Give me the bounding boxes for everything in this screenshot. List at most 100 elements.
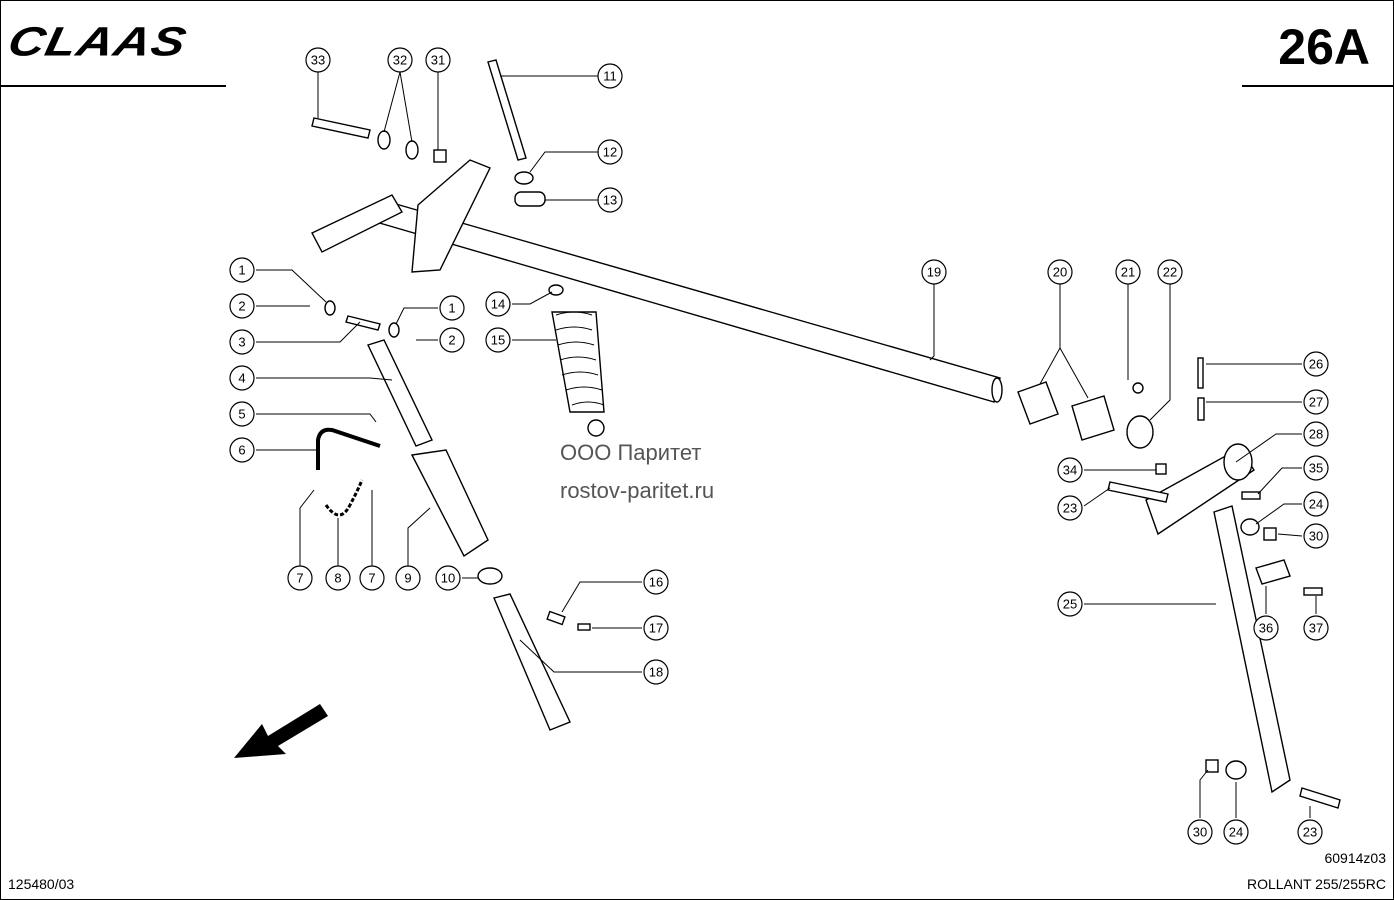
svg-text:25: 25 [1063, 597, 1077, 612]
svg-text:24: 24 [1309, 497, 1323, 512]
leader-lines [256, 71, 1317, 818]
svg-text:1: 1 [448, 301, 455, 316]
svg-text:13: 13 [603, 193, 617, 208]
svg-text:9: 9 [404, 571, 411, 586]
watermark-company: ООО Паритет [560, 440, 702, 465]
screw-37 [1303, 587, 1323, 596]
pin-17 [577, 623, 591, 631]
nut-30-lower [1205, 759, 1219, 773]
callout-24-lower: 24 [1223, 819, 1249, 845]
svg-text:20: 20 [1053, 265, 1067, 280]
callout-19: 19 [921, 259, 947, 285]
svg-text:36: 36 [1259, 621, 1273, 636]
callout-17: 17 [643, 615, 669, 641]
washer-1-left [324, 300, 336, 316]
callout-37: 37 [1303, 615, 1329, 641]
svg-text:23: 23 [1303, 825, 1317, 840]
callout-31: 31 [425, 47, 451, 73]
washer-1-right [388, 322, 400, 338]
svg-text:7: 7 [296, 571, 303, 586]
svg-text:3: 3 [238, 335, 245, 350]
svg-text:4: 4 [238, 371, 245, 386]
svg-text:26: 26 [1309, 357, 1323, 372]
page-number-underline [1242, 85, 1394, 87]
svg-text:10: 10 [441, 571, 455, 586]
bolt-23-upper [1107, 481, 1169, 503]
svg-text:15: 15 [491, 333, 505, 348]
svg-text:27: 27 [1309, 395, 1323, 410]
svg-text:23: 23 [1063, 501, 1077, 516]
chain-8 [324, 479, 364, 517]
callout-30-lower: 30 [1187, 819, 1213, 845]
bolt-11 [487, 59, 527, 161]
callout-2-right: 2 [439, 327, 465, 353]
callout-13: 13 [597, 187, 623, 213]
arm-28-boss [1223, 443, 1253, 481]
washer-24-lower [1225, 760, 1247, 780]
bushing-20a [1017, 381, 1059, 425]
callout-23-lower: 23 [1297, 819, 1323, 845]
svg-text:18: 18 [649, 665, 663, 680]
svg-text:21: 21 [1121, 265, 1135, 280]
svg-text:33: 33 [311, 53, 325, 68]
screw-35 [1241, 491, 1261, 500]
bracket-plate-left [311, 194, 403, 253]
svg-text:30: 30 [1309, 529, 1323, 544]
callout-10: 10 [435, 565, 461, 591]
svg-text:17: 17 [649, 621, 663, 636]
washer-24-upper [1240, 518, 1260, 536]
svg-text:2: 2 [238, 299, 245, 314]
callout-7-left: 7 [287, 565, 313, 591]
washer-32b [405, 140, 419, 160]
callout-6: 6 [229, 437, 255, 463]
svg-text:35: 35 [1309, 461, 1323, 476]
svg-text:6: 6 [238, 443, 245, 458]
callout-32: 32 [387, 47, 413, 73]
bolt-33 [311, 117, 371, 139]
svg-text:5: 5 [238, 407, 245, 422]
logo-underline [0, 85, 226, 87]
svg-text:7: 7 [368, 571, 375, 586]
nut-14 [548, 284, 564, 296]
callout-2-left: 2 [229, 293, 255, 319]
callout-1-left: 1 [229, 257, 255, 283]
callout-8: 8 [325, 565, 351, 591]
sleeve-13 [514, 191, 546, 207]
svg-text:19: 19 [927, 265, 941, 280]
callout-4: 4 [229, 365, 255, 391]
svg-text:8: 8 [334, 571, 341, 586]
svg-text:28: 28 [1309, 427, 1323, 442]
nut-30-upper [1263, 527, 1277, 541]
document-number: 125480/03 [8, 876, 75, 892]
nut-31 [433, 149, 447, 163]
svg-text:31: 31 [431, 53, 445, 68]
callout-26: 26 [1303, 351, 1329, 377]
drawing-id: 60914z03 [1324, 850, 1386, 866]
lever-9 [410, 449, 489, 558]
ring-22 [1126, 415, 1154, 449]
spring-15 [551, 311, 605, 437]
callout-33: 33 [305, 47, 331, 73]
pin-3 [345, 315, 381, 331]
pin-27 [1197, 397, 1205, 421]
plate-36 [1255, 559, 1291, 585]
callout-14: 14 [485, 291, 511, 317]
svg-text:37: 37 [1309, 621, 1323, 636]
washer-32a [377, 130, 391, 150]
svg-text:22: 22 [1163, 265, 1177, 280]
callout-11: 11 [597, 63, 623, 89]
callout-21: 21 [1115, 259, 1141, 285]
washer-12 [514, 171, 534, 185]
callout-22: 22 [1157, 259, 1183, 285]
svg-text:16: 16 [649, 575, 663, 590]
callout-36: 36 [1253, 615, 1279, 641]
callout-25: 25 [1057, 591, 1083, 617]
watermark-url: rostov-paritet.ru [560, 478, 715, 503]
callout-27: 27 [1303, 389, 1329, 415]
svg-text:11: 11 [603, 69, 617, 84]
svg-text:34: 34 [1063, 463, 1077, 478]
pin-26 [1197, 357, 1204, 389]
svg-text:24: 24 [1229, 825, 1243, 840]
callout-5: 5 [229, 401, 255, 427]
